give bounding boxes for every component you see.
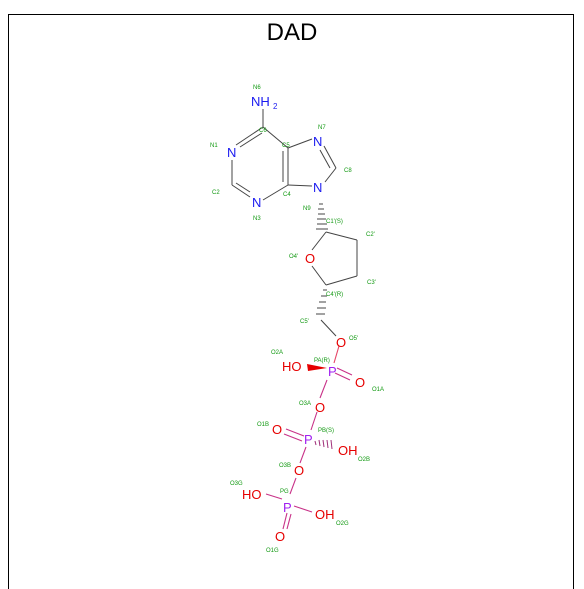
atom-nh2-subscript: 2 (273, 102, 278, 111)
bond-o3b-pg (289, 477, 297, 495)
bond-c5-n7 (287, 138, 313, 149)
atom-o2g: OH (315, 507, 335, 522)
atom-o1a: O (355, 375, 365, 390)
bond-pg-o1g-double (286, 513, 292, 530)
bond-c8-n9 (324, 167, 337, 183)
atom-o1b: O (272, 422, 282, 437)
label-c5p: C5' (300, 319, 309, 325)
atom-pb: P (304, 432, 313, 447)
label-o2b: O2B (358, 457, 370, 463)
label-o1b: O1B (257, 422, 269, 428)
bond-pb-o3b (299, 446, 307, 464)
hash-wedge-c4p-c5p (316, 289, 327, 315)
atom-o3b: O (294, 463, 304, 478)
label-c1p: C1'(S) (326, 219, 343, 225)
wedge-pa-o2a (307, 364, 327, 371)
atom-n7: N (313, 134, 322, 149)
bond-n7-c8 (323, 145, 337, 169)
hash-wedge-n9-c1p (316, 203, 328, 230)
atom-pa: P (328, 364, 337, 379)
bond-c3p-c4p (325, 275, 358, 286)
atom-nh2: NH (251, 94, 270, 109)
label-c2: C2 (212, 190, 220, 196)
bond-c2-n3 (231, 184, 251, 198)
label-o3g: O3G (230, 481, 243, 487)
label-c2p: C2' (366, 232, 375, 238)
bond-lines (231, 109, 358, 337)
bond-n9-c4 (287, 184, 313, 187)
atom-o3g: HO (242, 487, 262, 502)
label-c3p: C3' (367, 280, 376, 286)
label-c6: C6 (259, 128, 267, 134)
phosphate-bonds (265, 345, 353, 530)
diagram-frame (8, 14, 574, 589)
label-n6: N6 (253, 85, 261, 91)
bond-c2-n3-double (235, 182, 251, 193)
bond-pb-o1b (285, 428, 305, 437)
bond-o5p-pa (333, 345, 340, 364)
label-c4: C4 (283, 192, 291, 198)
atom-o2a: HO (282, 359, 302, 374)
atom-o4p: O (305, 251, 315, 266)
bond-pg-o2g (293, 505, 313, 513)
label-n9: N9 (303, 206, 311, 212)
label-pg: PG (280, 489, 289, 495)
bond-pg-o3g (265, 493, 283, 500)
label-o4p: O4' (289, 254, 298, 260)
label-o5p: O5' (349, 336, 358, 342)
bond-o3a-pb (310, 411, 318, 431)
bond-o4p-c1p (311, 231, 327, 251)
bond-pa-o1a (336, 367, 353, 376)
label-o3a: O3A (299, 401, 311, 407)
bond-n3-c4 (262, 184, 289, 201)
label-o1g: O1G (266, 548, 279, 554)
label-o1a: O1A (372, 387, 384, 393)
bond-pa-o3a (319, 379, 328, 399)
atom-o5p: O (336, 335, 346, 350)
bond-c4p-o4p (311, 265, 327, 286)
atom-n3: N (252, 195, 261, 210)
label-n3: N3 (253, 216, 261, 222)
label-o2a: O2A (271, 350, 283, 356)
bond-c5p-o5p (320, 319, 337, 337)
label-n1: N1 (210, 143, 218, 149)
label-pa: PA(R) (314, 358, 330, 364)
bond-pa-o1a-double (334, 372, 351, 381)
atom-o1g: O (275, 529, 285, 544)
label-c8: C8 (344, 168, 352, 174)
bond-c5-c6 (262, 126, 289, 149)
bond-pb-o1b-double (283, 433, 303, 442)
bond-c6-n1-double (239, 132, 263, 148)
label-n7: N7 (318, 125, 326, 131)
bond-n7-c8-double (319, 149, 331, 169)
label-c4p: C4'(R) (326, 292, 343, 298)
label-c5: C5 (282, 143, 290, 149)
hash-wedge-pb-o2b (314, 439, 333, 450)
atom-name-labels: N6 C6 N1 C5 N7 C8 C2 C4 N3 N9 C1'(S) C2'… (210, 85, 384, 554)
atom-o2b: OH (338, 443, 358, 458)
atom-n9: N (313, 180, 322, 195)
bond-c6-n1 (235, 126, 264, 146)
atom-pg: P (283, 500, 292, 515)
molecule-title: DAD (266, 19, 318, 46)
atom-n1: N (227, 145, 236, 160)
atom-o3a: O (315, 400, 325, 415)
bond-pg-o1g (282, 512, 288, 530)
label-pb: PB(S) (318, 428, 334, 434)
label-o2g: O2G (336, 521, 349, 527)
bond-c1p-c2p (325, 231, 358, 241)
heavy-atoms: NH 2 N N N N O O HO P O O O P OH O HO P … (227, 94, 365, 544)
label-o3b: O3B (279, 463, 291, 469)
